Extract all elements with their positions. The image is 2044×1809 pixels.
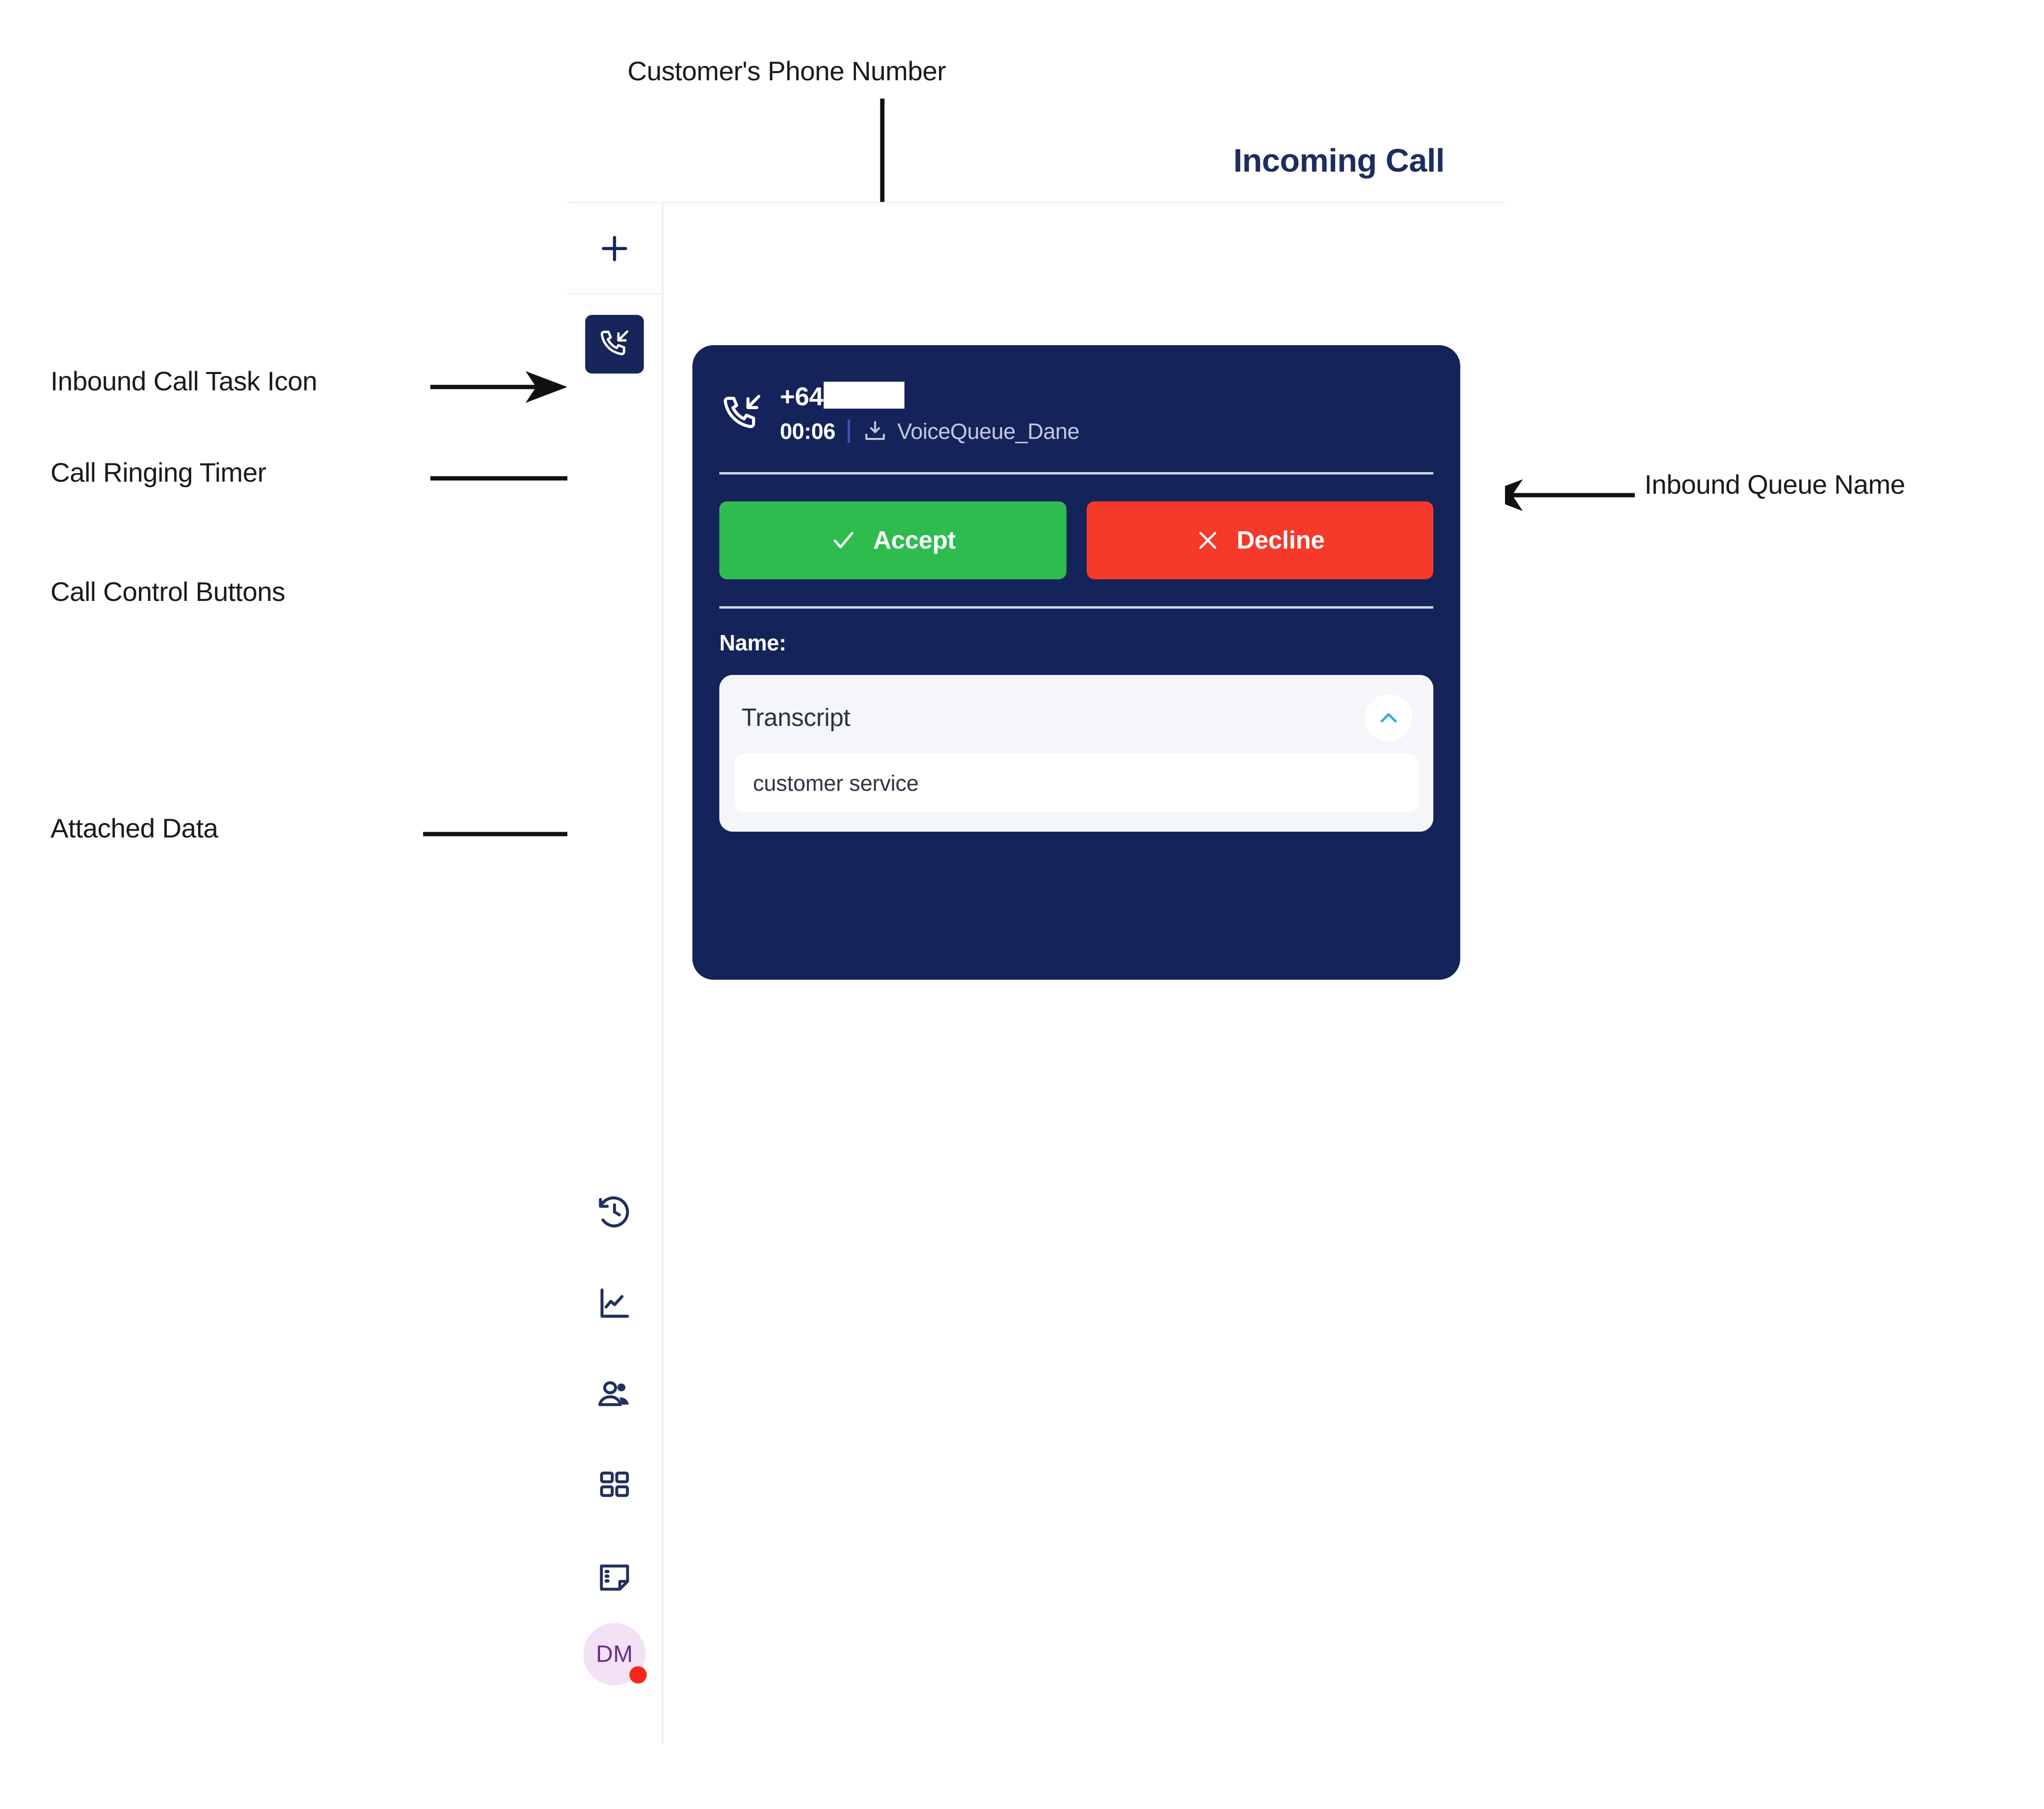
history-icon	[599, 1196, 629, 1228]
annotation-inbound-queue-name: Inbound Queue Name	[1644, 469, 1906, 499]
sidebar-item-history[interactable]	[566, 1166, 663, 1258]
chevron-up-icon	[1380, 713, 1397, 723]
annotation-inbound-call-task-icon: Inbound Call Task Icon	[50, 366, 317, 396]
accept-button-label: Accept	[873, 526, 956, 554]
annotation-attached-data: Attached Data	[50, 813, 218, 843]
annotation-arrow-task-icon	[430, 371, 567, 403]
transcript-title: Transcript	[741, 704, 851, 732]
customer-phone-number: +64	[780, 382, 1079, 412]
call-details: +64 00:06 VoiceQueue_Dane	[780, 382, 1079, 444]
call-ringing-timer: 00:06	[780, 419, 836, 444]
incoming-call-card: +64 00:06 VoiceQueue_Dane	[692, 345, 1460, 980]
avatar-initials: DM	[583, 1623, 646, 1685]
sidebar-item-apps[interactable]	[566, 1440, 663, 1532]
card-divider-bottom	[719, 606, 1433, 609]
plus-icon	[602, 236, 627, 261]
call-header: +64 00:06 VoiceQueue_Dane	[719, 345, 1433, 444]
close-icon	[1199, 532, 1216, 549]
transcript-text: customer service	[735, 754, 1418, 812]
transcript-header[interactable]: Transcript	[735, 689, 1418, 754]
annotation-call-ringing-timer: Call Ringing Timer	[50, 457, 266, 487]
inbound-queue-name: VoiceQueue_Dane	[897, 419, 1079, 444]
add-task-button[interactable]	[566, 203, 663, 295]
meta-separator	[848, 420, 851, 443]
line-chart-icon	[600, 1288, 629, 1318]
call-control-buttons: Accept Decline	[719, 501, 1433, 579]
check-icon	[833, 532, 853, 549]
avatar[interactable]: DM	[583, 1623, 647, 1685]
card-divider-top	[719, 472, 1433, 474]
page-title: Incoming Call	[1233, 142, 1445, 179]
notes-icon	[600, 1564, 629, 1591]
sidebar-item-contacts[interactable]	[566, 1349, 663, 1440]
apps-grid-icon	[600, 1472, 629, 1497]
phone-number-prefix: +64	[780, 382, 824, 411]
annotation-customers-phone-number: Customer's Phone Number	[627, 56, 946, 86]
inbound-call-icon	[724, 395, 761, 428]
sidebar-item-analytics[interactable]	[566, 1258, 663, 1349]
phone-number-redaction	[824, 382, 905, 409]
customer-name-label: Name:	[719, 630, 787, 655]
inbound-call-icon	[601, 330, 628, 355]
call-meta: 00:06 VoiceQueue_Dane	[780, 418, 1079, 444]
attached-data-panel: Transcript customer service	[719, 675, 1433, 832]
accept-button[interactable]: Accept	[719, 501, 1066, 579]
status-badge	[629, 1666, 647, 1684]
contacts-icon	[598, 1381, 629, 1406]
annotation-call-control-buttons: Call Control Buttons	[50, 576, 286, 607]
decline-button-label: Decline	[1236, 526, 1325, 554]
download-inbox-icon	[865, 421, 885, 440]
decline-button[interactable]: Decline	[1086, 501, 1433, 579]
transcript-collapse-button[interactable]	[1365, 694, 1412, 741]
sidebar: DM	[566, 203, 664, 1744]
sidebar-item-inbound-call-task[interactable]	[585, 315, 644, 374]
sidebar-item-notes[interactable]	[566, 1532, 663, 1623]
